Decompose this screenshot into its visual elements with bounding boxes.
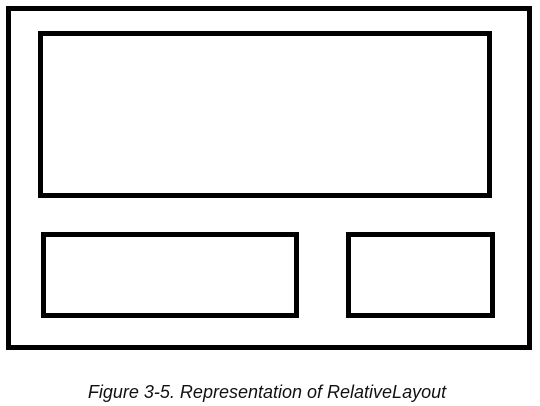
top-child-view [38, 31, 492, 198]
parent-layout-frame [6, 6, 532, 350]
bottom-left-child-view [41, 232, 299, 318]
figure-caption: Figure 3-5. Representation of RelativeLa… [87, 382, 447, 402]
bottom-right-child-view [346, 232, 495, 318]
